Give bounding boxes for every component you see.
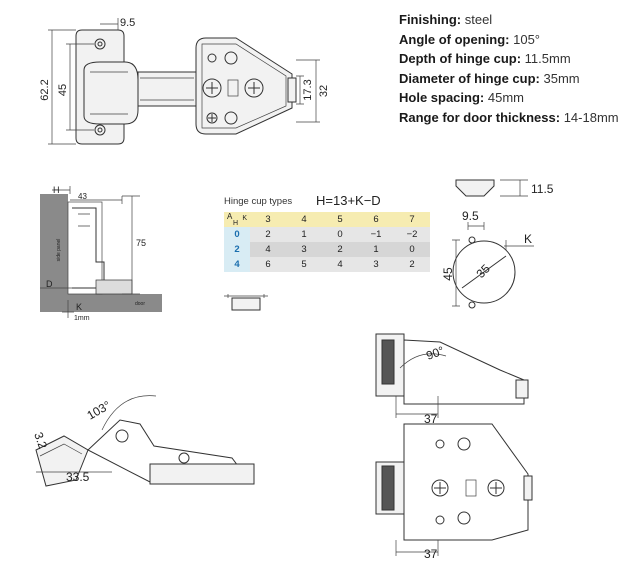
dim-cup-9-5: 9.5 bbox=[462, 209, 479, 223]
table-corner: A K H bbox=[224, 212, 250, 227]
dim-32: 32 bbox=[318, 85, 330, 97]
table-row: 4 6 5 4 3 2 bbox=[224, 257, 430, 272]
dim-33-5: 33.5 bbox=[66, 470, 90, 484]
k-header: 3 bbox=[250, 212, 286, 227]
table-row: 2 4 3 2 1 0 bbox=[224, 242, 430, 257]
dim-90-deg: 90° bbox=[424, 343, 446, 362]
front-view-drawing bbox=[375, 423, 533, 556]
top-view-drawing bbox=[48, 18, 320, 145]
cup-table-title: Hinge cup types bbox=[224, 196, 293, 207]
dim-k: K bbox=[76, 302, 82, 312]
spec-angle: Angle of opening: 105° bbox=[399, 31, 540, 47]
spec-hole-spacing: Hole spacing: 45mm bbox=[399, 90, 524, 105]
dim-11-5: 11.5 bbox=[531, 182, 554, 196]
k-header: 7 bbox=[394, 212, 430, 227]
dim-43: 43 bbox=[78, 192, 87, 201]
dim-1mm: 1mm bbox=[74, 315, 90, 322]
dim-cup-45: 45 bbox=[441, 267, 455, 281]
dim-37-bottom: 37 bbox=[424, 547, 438, 561]
dim-h: H bbox=[53, 185, 60, 195]
dim-75: 75 bbox=[136, 238, 146, 248]
dim-d: D bbox=[46, 279, 53, 289]
open-view-drawing bbox=[35, 395, 255, 487]
cup-detail-drawing bbox=[452, 179, 534, 309]
dim-3-2: 3.2 bbox=[31, 430, 50, 451]
dim-9-5: 9.5 bbox=[120, 17, 135, 29]
mounting-plate-sketch bbox=[224, 294, 268, 311]
side-view-90-drawing bbox=[375, 333, 529, 418]
spec-diameter: Diameter of hinge cup: 35mm bbox=[399, 70, 580, 86]
door-label: door bbox=[135, 301, 145, 307]
cup-table-formula: H=13+K−D bbox=[316, 193, 381, 208]
dim-cup-k: K bbox=[524, 232, 532, 246]
dim-45: 45 bbox=[57, 84, 69, 96]
spec-door-thickness: Range for door thickness: 14-18mm bbox=[399, 109, 619, 125]
dim-103-deg: 103° bbox=[85, 398, 114, 423]
hinge-cup-table: A K H 3 4 5 6 7 0 2 1 0 −1 −2 2 4 3 2 1 … bbox=[224, 212, 430, 272]
k-header: 5 bbox=[322, 212, 358, 227]
side-panel-label: side panel bbox=[56, 239, 62, 262]
k-header: 4 bbox=[286, 212, 322, 227]
dim-17-3: 17.3 bbox=[302, 79, 314, 100]
dim-62-2: 62.2 bbox=[39, 79, 51, 100]
spec-finishing: Finishing: steel bbox=[399, 12, 493, 27]
section-view-drawing bbox=[40, 186, 162, 318]
table-row: 0 2 1 0 −1 −2 bbox=[224, 227, 430, 242]
k-header: 6 bbox=[358, 212, 394, 227]
spec-depth: Depth of hinge cup: 11.5mm bbox=[399, 51, 571, 66]
dim-37-top: 37 bbox=[424, 412, 438, 426]
